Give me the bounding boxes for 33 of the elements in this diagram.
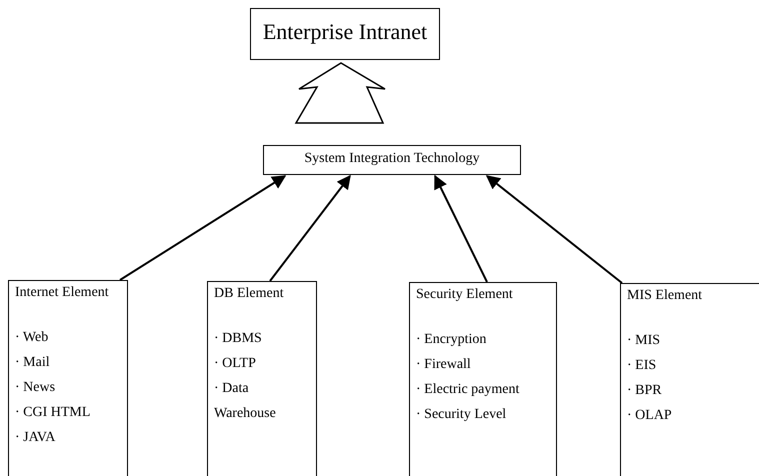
list-item: · Encryption	[416, 331, 488, 349]
box-label: System Integration Technology	[303, 150, 481, 168]
list-item: · Web	[15, 329, 50, 347]
list-item: · News	[15, 379, 56, 397]
arrow	[434, 174, 488, 282]
element-box	[207, 281, 317, 476]
list-item: · EIS	[627, 357, 658, 375]
element-box	[620, 283, 759, 476]
arrow	[269, 174, 351, 282]
list-item: · CGI HTML	[15, 404, 92, 422]
list-item: · Electric payment	[416, 381, 520, 399]
box-heading: Internet Element	[15, 284, 110, 302]
element-box	[8, 280, 128, 476]
list-item: · Firewall	[416, 356, 472, 374]
element-box	[409, 282, 557, 476]
list-item: · OLTP	[214, 355, 257, 373]
list-item: · MIS	[627, 332, 662, 350]
arrow	[119, 175, 286, 281]
box-label: Enterprise Intranet	[262, 18, 428, 46]
list-item: · DBMS	[214, 330, 263, 348]
list-item: · BPR	[627, 382, 663, 400]
list-item: · JAVA	[15, 429, 56, 447]
arrow	[486, 175, 623, 284]
process-box	[263, 145, 521, 175]
box-heading: Security Element	[416, 286, 514, 304]
block-arrow	[294, 62, 386, 124]
list-item: · Mail	[15, 354, 51, 372]
box-heading: MIS Element	[627, 287, 704, 305]
process-box	[250, 8, 440, 60]
list-item: · Security Level	[416, 406, 508, 424]
list-item: · OLAP	[627, 407, 673, 425]
list-item: · Data Warehouse	[214, 380, 277, 423]
box-heading: DB Element	[214, 285, 285, 303]
